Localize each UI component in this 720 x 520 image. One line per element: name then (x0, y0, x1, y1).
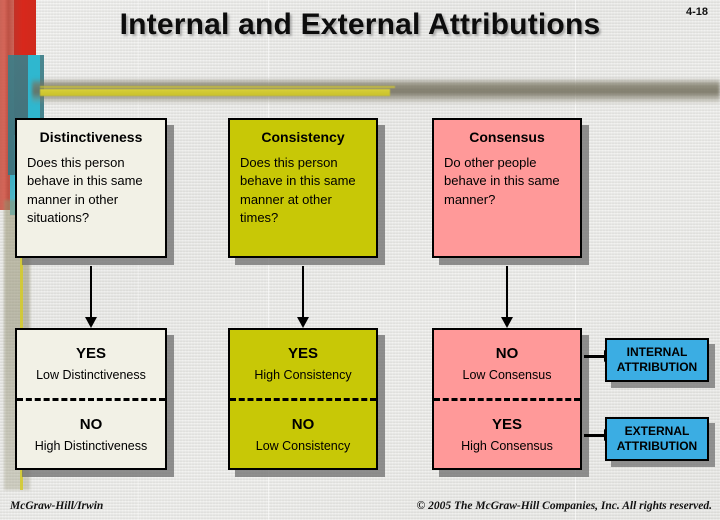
question-box-distinctiveness[interactable]: Distinctiveness Does this person behave … (15, 118, 167, 258)
result-half-top: YES Low Distinctiveness (17, 330, 165, 401)
question-box-text: Does this person behave in this same man… (240, 155, 356, 226)
question-box-text: Does this person behave in this same man… (27, 155, 143, 226)
arrow-shaft (506, 266, 508, 318)
result-half-top: NO Low Consensus (434, 330, 580, 401)
header-yellow-line (40, 89, 390, 96)
result-description: High Consistency (254, 368, 352, 383)
arrow-down-consensus (501, 266, 513, 328)
attribution-line-1: INTERNAL (626, 345, 688, 359)
result-box-consensus[interactable]: NO Low Consensus YES High Consensus (432, 328, 582, 470)
arrow-down-distinctiveness (85, 266, 97, 328)
footer-publisher: McGraw-Hill/Irwin (10, 500, 104, 512)
result-description: High Consensus (461, 438, 553, 453)
result-half-bottom: NO High Distinctiveness (17, 401, 165, 469)
footer-copyright: © 2005 The McGraw-Hill Companies, Inc. A… (416, 500, 712, 512)
slide-number: 4-18 (685, 6, 708, 18)
result-half-top: YES High Consistency (230, 330, 376, 401)
arrow-head-icon (501, 317, 513, 328)
result-answer: YES (75, 345, 106, 363)
header-yellow-line-thin (40, 86, 395, 88)
question-box-header: Consistency (261, 129, 345, 145)
question-box-header: Distinctiveness (39, 129, 143, 145)
arrow-shaft (584, 355, 606, 358)
result-answer: NO (495, 345, 519, 363)
arrow-shaft (584, 434, 606, 437)
question-box-text: Do other people behave in this same mann… (444, 155, 560, 207)
question-box-consistency[interactable]: Consistency Does this person behave in t… (228, 118, 378, 258)
attribution-box-internal[interactable]: INTERNAL ATTRIBUTION (605, 338, 709, 382)
result-answer: YES (287, 345, 318, 363)
result-half-bottom: YES High Consensus (434, 401, 580, 469)
result-box-consistency[interactable]: YES High Consistency NO Low Consistency (228, 328, 378, 470)
attribution-line-2: ATTRIBUTION (616, 360, 698, 374)
result-description: Low Distinctiveness (36, 368, 146, 383)
result-answer: NO (291, 415, 315, 433)
result-description: High Distinctiveness (34, 438, 148, 453)
result-answer: NO (79, 415, 103, 433)
arrow-head-icon (85, 317, 97, 328)
arrow-down-consistency (297, 266, 309, 328)
attribution-box-external[interactable]: EXTERNAL ATTRIBUTION (605, 417, 709, 461)
question-box-consensus[interactable]: Consensus Do other people behave in this… (432, 118, 582, 258)
result-half-bottom: NO Low Consistency (230, 401, 376, 469)
arrow-shaft (90, 266, 92, 318)
result-box-distinctiveness[interactable]: YES Low Distinctiveness NO High Distinct… (15, 328, 167, 470)
page-title: Internal and External Attributions (119, 8, 601, 41)
result-description: Low Consensus (462, 368, 552, 383)
question-box-header: Consensus (469, 129, 545, 145)
attribution-line-2: ATTRIBUTION (616, 439, 698, 453)
arrow-head-icon (297, 317, 309, 328)
attribution-line-1: EXTERNAL (624, 424, 690, 438)
result-description: Low Consistency (255, 438, 351, 453)
result-answer: YES (491, 415, 522, 433)
arrow-shaft (302, 266, 304, 318)
